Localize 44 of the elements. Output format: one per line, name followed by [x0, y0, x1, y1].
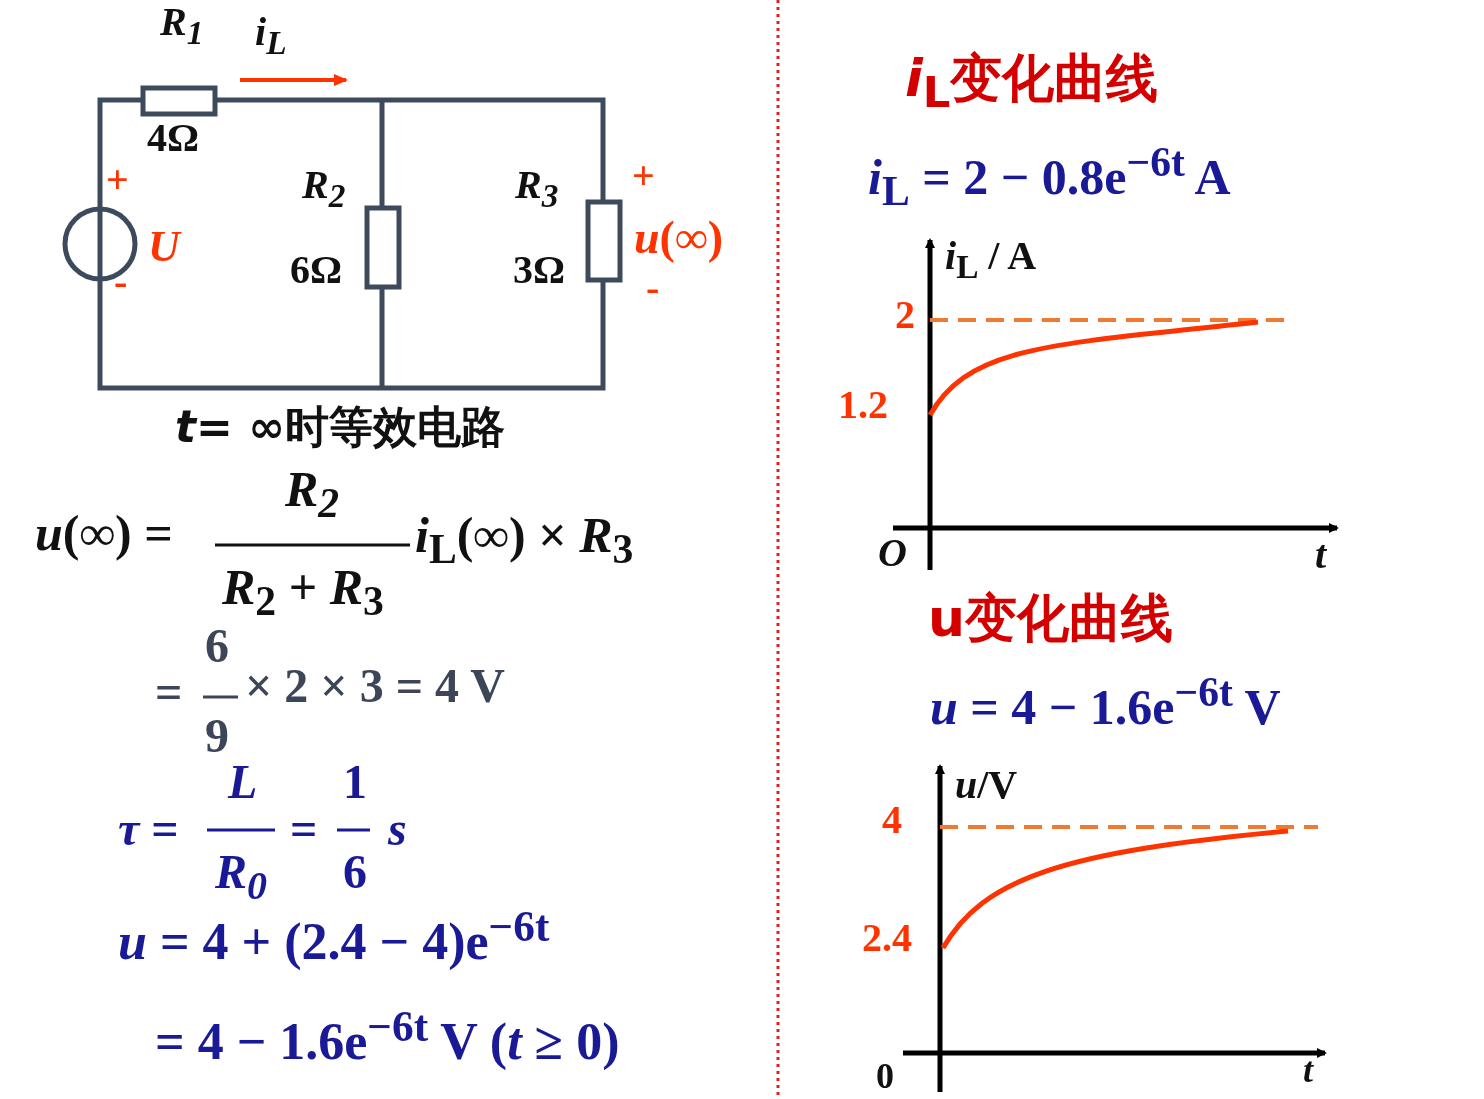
- axis-label: u/V: [955, 765, 1018, 805]
- component-label: R$_{1}$: [160, 2, 204, 50]
- formula-text: R$_{2}$: [285, 464, 340, 525]
- formula-text: R$_{2}$ + R$_{3}$: [222, 562, 384, 623]
- voltage-label: U: [148, 225, 180, 269]
- resistance-value: 3Ω: [513, 250, 566, 290]
- formula-text: 9: [205, 712, 229, 760]
- current-label: i$_{L}$: [255, 12, 287, 60]
- formula-text: L: [228, 758, 258, 806]
- formula-text: i$_{L}$ = 2 − 0.8e$^{−6t}$ A: [868, 142, 1231, 213]
- axis-label: t: [1303, 1052, 1313, 1088]
- component-label: R$_{3}$: [515, 165, 559, 213]
- formula-text: 6: [205, 622, 229, 670]
- formula-text: R$_{0}$: [215, 848, 267, 906]
- origin-label: O: [878, 533, 907, 573]
- formula-text: 1: [343, 758, 367, 806]
- component-label: R$_{2}$: [302, 165, 346, 213]
- chart-title: i$_{L}$变化曲线: [905, 52, 1159, 115]
- origin-label: 0: [876, 1058, 894, 1094]
- formula-text: × 2 × 3 = 4 V: [245, 662, 505, 710]
- polarity-sign: +: [632, 156, 655, 196]
- resistance-value: 6Ω: [290, 250, 343, 290]
- formula-text: =: [290, 805, 318, 853]
- polarity-sign: +: [106, 160, 129, 200]
- formula-text: 6: [343, 848, 367, 896]
- chart-title: u变化曲线: [928, 592, 1174, 644]
- tick-label: 1.2: [838, 385, 888, 425]
- formula-text: i$_{L}$(∞) × R$_{3}$: [415, 510, 634, 571]
- circuit-caption: t= ∞时等效电路: [175, 405, 505, 449]
- axis-label: t: [1315, 535, 1327, 575]
- formula-text: =: [155, 668, 183, 716]
- formula-text: u = 4 + (2.4 − 4)e$^{−6t}$: [118, 905, 550, 969]
- axis-label: i$_{L}$ / A: [945, 236, 1037, 284]
- voltage-label: u(∞): [634, 215, 724, 261]
- formula-text: s: [388, 805, 407, 853]
- resistance-value: 4Ω: [147, 118, 200, 158]
- tick-label: 4: [882, 800, 902, 840]
- tick-label: 2: [895, 295, 915, 335]
- tick-label: 2.4: [862, 918, 912, 958]
- formula-text: = 4 − 1.6e$^{−6t}$ V (t ≥ 0): [155, 1005, 620, 1069]
- formula-text: u = 4 − 1.6e$^{−6t}$ V: [930, 672, 1281, 732]
- polarity-sign: -: [114, 262, 128, 302]
- polarity-sign: -: [646, 268, 660, 308]
- formula-text: τ =: [118, 805, 179, 853]
